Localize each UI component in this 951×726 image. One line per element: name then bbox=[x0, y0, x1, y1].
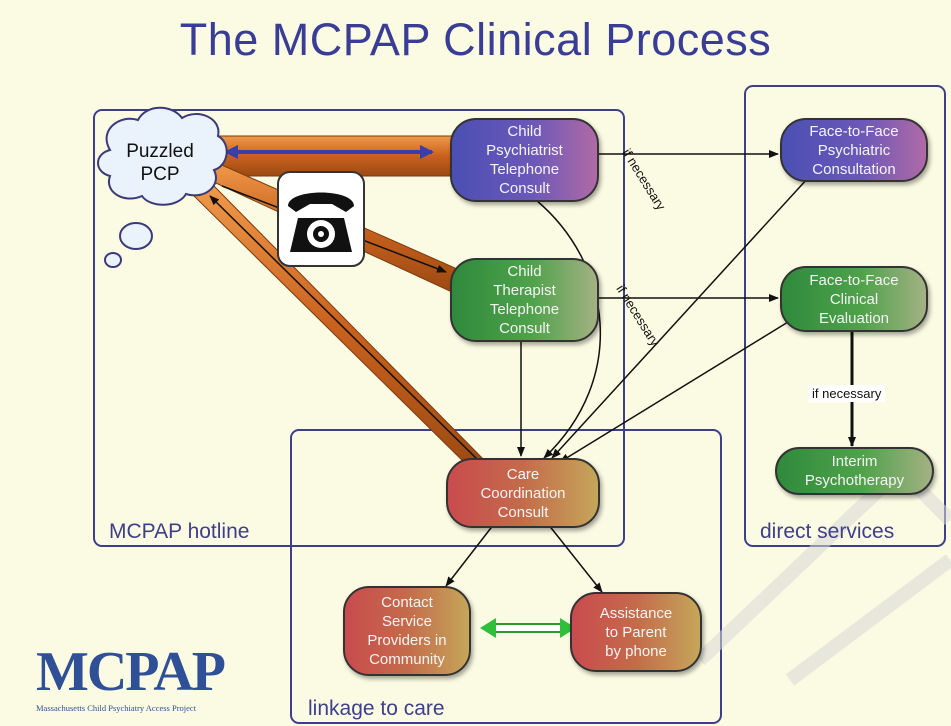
arrow-face-psychiatric-to-care bbox=[551, 177, 809, 459]
node-assistance-parent: Assistance to Parent by phone bbox=[570, 592, 702, 672]
watermark-mark bbox=[695, 460, 951, 686]
node-face-psychiatric: Face-to-Face Psychiatric Consultation bbox=[780, 118, 928, 182]
if-necessary-label-3: if necessary bbox=[808, 385, 886, 402]
green-link bbox=[480, 618, 576, 638]
node-care-coordination: Care Coordination Consult bbox=[446, 458, 600, 528]
node-interim-psychotherapy: Interim Psychotherapy bbox=[775, 447, 934, 495]
region-label-hotline: MCPAP hotline bbox=[109, 520, 250, 543]
arrow-face-clinical-to-care bbox=[559, 321, 789, 463]
arrow-care-to-assistance bbox=[547, 523, 603, 593]
region-label-linkage: linkage to care bbox=[308, 697, 445, 720]
node-therapist-consult: Child Therapist Telephone Consult bbox=[450, 258, 599, 342]
pipe-to-psychiatrist bbox=[204, 135, 453, 177]
thought-bubble-large bbox=[119, 222, 153, 250]
page-title: The MCPAP Clinical Process bbox=[179, 14, 772, 65]
arrow-care-to-contact bbox=[445, 523, 495, 587]
node-contact-providers: Contact Service Providers in Community bbox=[343, 586, 471, 676]
thought-cloud-shape bbox=[97, 106, 228, 206]
region-label-direct: direct services bbox=[760, 520, 895, 543]
puzzled-cloud bbox=[97, 106, 228, 268]
arrow-psychiatrist-to-care bbox=[535, 199, 602, 459]
thought-bubble-small bbox=[104, 252, 122, 268]
node-psychiatrist-consult: Child Psychiatrist Telephone Consult bbox=[450, 118, 599, 202]
mcpap-logo: MCPAP bbox=[36, 641, 226, 703]
node-face-clinical: Face-to-Face Clinical Evaluation bbox=[780, 266, 928, 332]
arrow-pipe-care bbox=[209, 195, 479, 461]
puzzled-pcp-label: Puzzled PCP bbox=[126, 141, 194, 185]
telephone-icon bbox=[277, 171, 365, 267]
region-box-direct bbox=[744, 85, 946, 547]
mcpap-logo-subtitle: Massachusetts Child Psychiatry Access Pr… bbox=[36, 703, 197, 713]
region-box-linkage bbox=[290, 429, 722, 724]
region-box-hotline bbox=[93, 109, 625, 547]
